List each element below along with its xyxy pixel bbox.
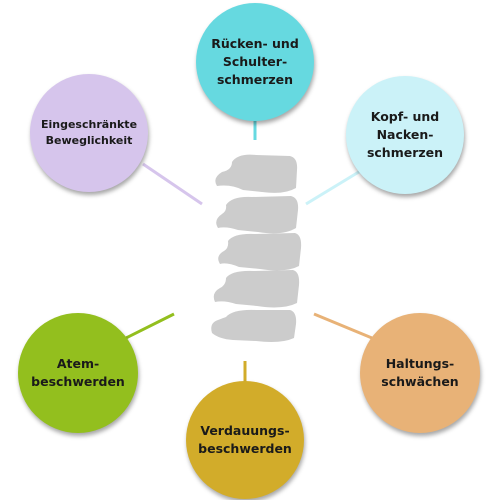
connector-atem — [125, 312, 175, 340]
node-beweglichkeit: Eingeschränkte Beweglichkeit — [30, 74, 148, 192]
node-kopf-label: Kopf- und Nacken- schmerzen — [366, 108, 444, 161]
connector-haltung — [313, 312, 373, 340]
spine-icon — [211, 154, 302, 342]
vertebra-2 — [216, 196, 299, 234]
node-atem: Atem- beschwerden — [18, 313, 138, 433]
node-atem-label: Atem- beschwerden — [31, 355, 125, 389]
node-verdauung-label: Verdauungs- beschwerden — [198, 422, 292, 456]
node-beweglichkeit-label: Eingeschränkte Beweglichkeit — [40, 118, 138, 147]
node-kopf: Kopf- und Nacken- schmerzen — [346, 76, 464, 194]
node-ruecken-label: Rücken- und Schulter- schmerzen — [211, 35, 299, 88]
node-ruecken: Rücken- und Schulter- schmerzen — [196, 3, 314, 121]
vertebra-1 — [215, 154, 298, 193]
vertebra-5 — [211, 309, 297, 342]
vertebra-4 — [213, 270, 300, 308]
connector-beweglichkeit — [142, 162, 203, 206]
node-verdauung: Verdauungs- beschwerden — [186, 381, 304, 499]
node-haltung-label: Haltungs- schwächen — [381, 355, 459, 389]
node-haltung: Haltungs- schwächen — [360, 313, 480, 433]
vertebra-3 — [218, 233, 302, 271]
connector-kopf — [305, 168, 363, 206]
